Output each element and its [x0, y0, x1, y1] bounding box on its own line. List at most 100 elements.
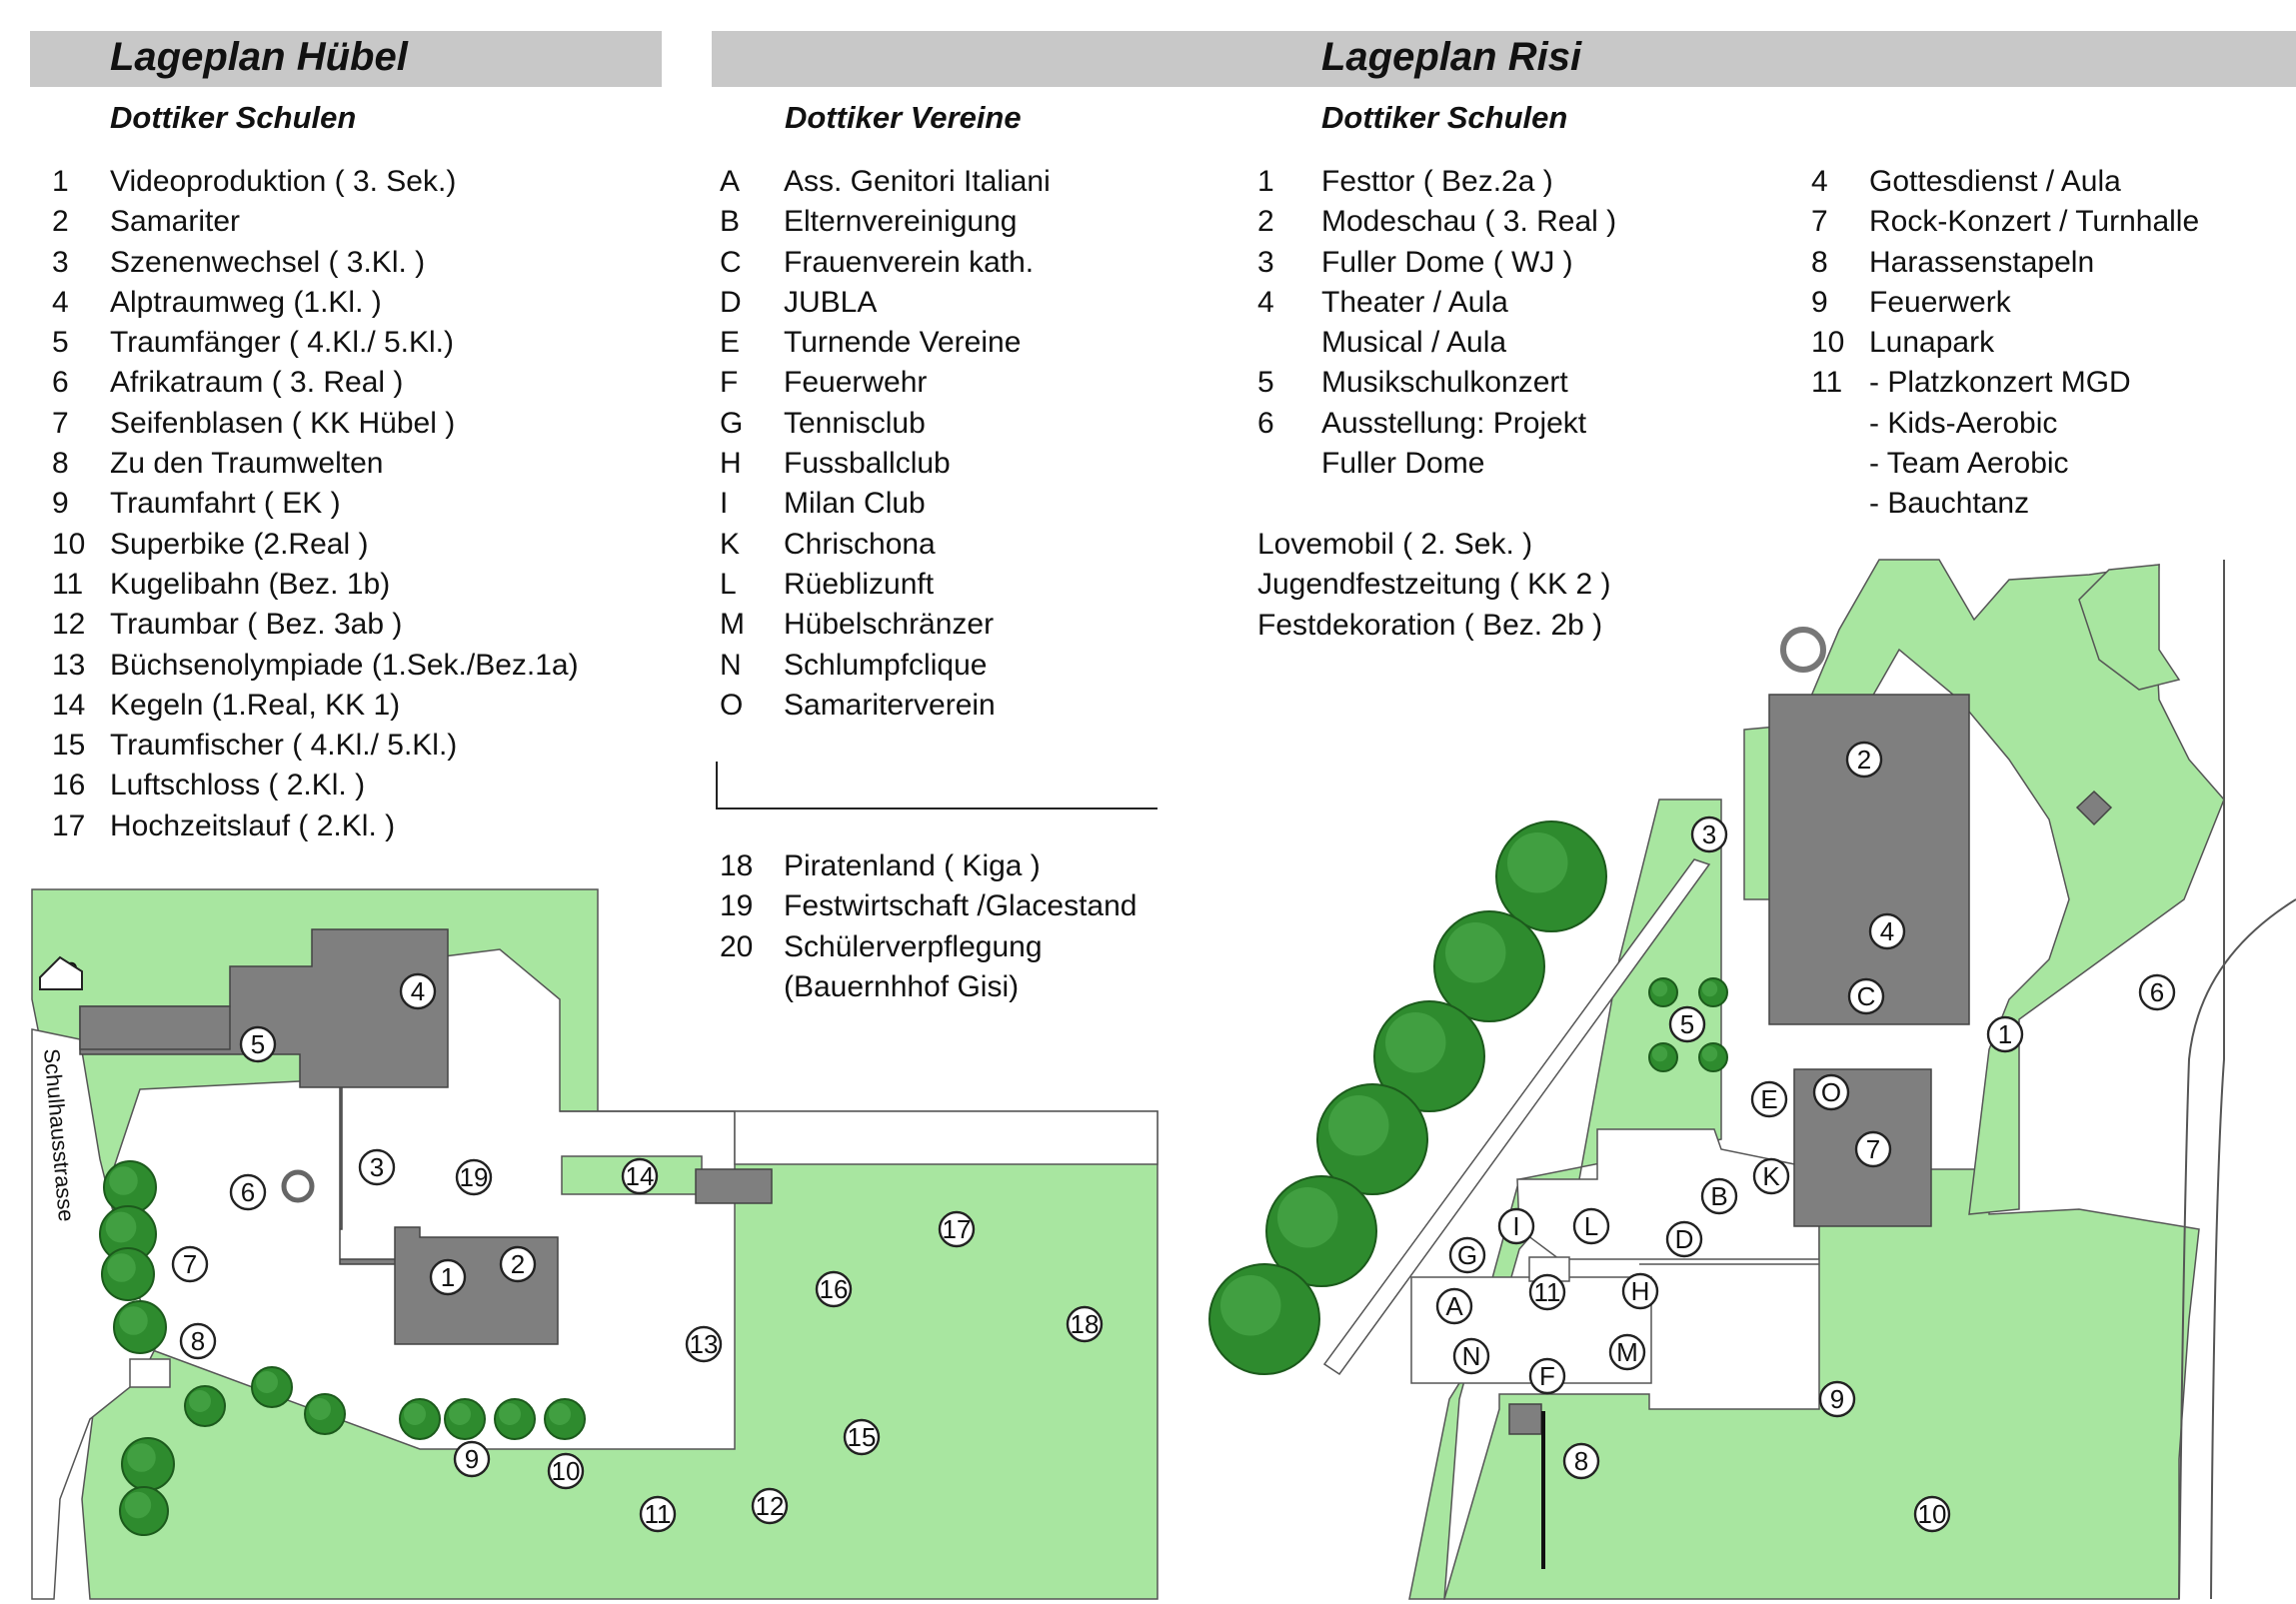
tree-highlight: [1445, 922, 1506, 983]
marker-label: 17: [943, 1214, 972, 1244]
marker-circle: [815, 1270, 853, 1308]
legend-label: Afrikatraum ( 3. Real ): [110, 366, 404, 400]
map-marker: 8: [179, 1322, 217, 1360]
map-marker: 13: [685, 1325, 723, 1363]
legend-key: 1: [52, 165, 69, 198]
marker-label: 9: [465, 1444, 479, 1474]
legend-key: 7: [1811, 205, 1828, 239]
marker-circle: [1690, 815, 1728, 853]
legend-item: - Bauchtanz: [1811, 484, 2291, 524]
marker-label: L: [1584, 1211, 1598, 1241]
marker-circle: [499, 1245, 537, 1283]
marker-circle: [1452, 1337, 1490, 1375]
legend-label: Luftschloss ( 2.Kl. ): [110, 769, 366, 802]
marker-label: 14: [626, 1161, 655, 1191]
marker-circle: [1812, 1073, 1850, 1111]
tree-highlight: [105, 1211, 137, 1243]
tree-highlight: [107, 1253, 136, 1282]
legend-label: Rock-Konzert / Turnhalle: [1869, 205, 2200, 239]
tree-highlight: [256, 1371, 278, 1393]
marker-circle: [1665, 1220, 1703, 1258]
huebel-fountain: [281, 1169, 315, 1203]
marker-circle: [685, 1325, 723, 1363]
legend-key: 1: [1257, 165, 1274, 198]
legend-key: 6: [52, 366, 69, 400]
marker-label: 10: [552, 1456, 581, 1486]
marker-label: 7: [183, 1249, 197, 1279]
marker-label: 5: [1680, 1009, 1694, 1039]
legend-key: 20: [720, 929, 754, 963]
subtitle-risi-schulen: Dottiker Schulen: [1321, 100, 1568, 135]
map-marker: 11: [1528, 1273, 1566, 1311]
marker-label: 6: [241, 1177, 255, 1207]
marker-label: 16: [820, 1274, 849, 1304]
divider-vertical: [716, 762, 718, 809]
legend-item: 6 Afrikatraum ( 3. Real ): [52, 363, 672, 403]
subtitle-huebel-schulen: Dottiker Schulen: [110, 100, 357, 135]
legend-label: Turnende Vereine: [784, 326, 1022, 360]
legend-label: Theater / Aula: [1321, 285, 1508, 319]
legend-label: Musikschulkonzert: [1321, 366, 1568, 400]
map-marker: N: [1452, 1337, 1490, 1375]
legend-label: - Platzkonzert MGD: [1869, 366, 2131, 400]
legend-label: Modeschau ( 3. Real ): [1321, 205, 1617, 239]
marker-label: O: [1821, 1077, 1841, 1107]
risi-road: [2178, 560, 2296, 1600]
legend-key: 9: [52, 487, 69, 521]
legend-key: 17: [52, 808, 86, 842]
marker-label: 13: [690, 1329, 719, 1359]
legend-key: 6: [1257, 406, 1274, 440]
marker-circle: [1854, 1130, 1892, 1168]
legend-label: Harassenstapeln: [1869, 245, 2095, 279]
map-marker: 11: [639, 1495, 677, 1533]
marker-circle: [1448, 1236, 1486, 1274]
map-marker: 6: [2138, 973, 2176, 1011]
legend-key: N: [720, 648, 742, 682]
marker-label: M: [1616, 1337, 1638, 1367]
map-marker: 1: [1986, 1015, 2024, 1053]
map-marker: 2: [1845, 741, 1883, 779]
legend-key: 11: [1811, 366, 1843, 400]
legend-key: 8: [1811, 245, 1828, 279]
marker-label: 11: [1534, 1277, 1561, 1307]
marker-circle: [1986, 1015, 2024, 1053]
legend-label: Zu den Traumwelten: [110, 447, 384, 481]
map-marker: C: [1847, 977, 1885, 1015]
map-marker: 16: [815, 1270, 853, 1308]
tree-highlight: [127, 1443, 156, 1472]
legend-label: Hübelschränzer: [784, 608, 995, 642]
map-marker: 4: [1868, 912, 1906, 950]
legend-key: C: [720, 245, 742, 279]
map-marker: B: [1700, 1177, 1738, 1215]
legend-key: G: [720, 406, 744, 440]
marker-circle: [1818, 1380, 1856, 1418]
map-marker: 9: [453, 1440, 491, 1478]
legend-label: (Bauernhhof Gisi): [784, 969, 1020, 1003]
marker-circle: [1847, 977, 1885, 1015]
tree-highlight: [449, 1403, 471, 1425]
legend-key: I: [720, 487, 729, 521]
title-huebel: Lageplan Hübel: [110, 35, 408, 79]
map-marker: H: [1621, 1272, 1659, 1310]
marker-label: 2: [1857, 745, 1871, 775]
marker-circle: [1750, 1080, 1788, 1118]
huebel-building-wing: [79, 1005, 231, 1050]
risi-grass-north: [2078, 564, 2181, 691]
risi-grass-east: [1743, 559, 2225, 1215]
